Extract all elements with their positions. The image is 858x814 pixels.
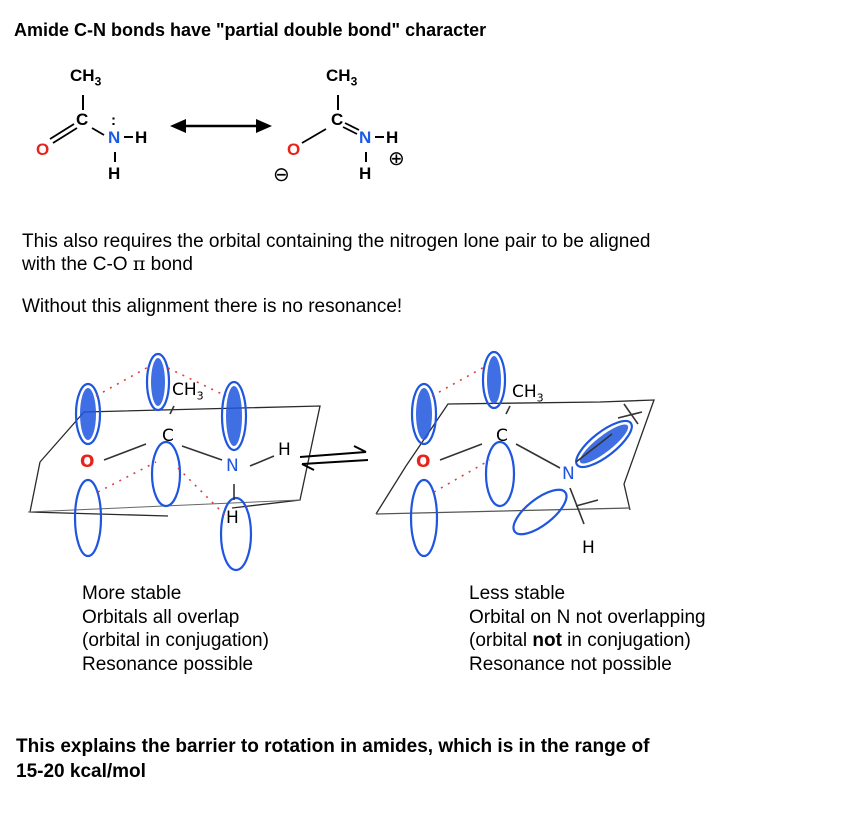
alignment-explanation: This also requires the orbital containin… <box>22 231 651 275</box>
negative-charge-icon: ⊖ <box>273 164 290 186</box>
sketch-carbon-left: C <box>162 426 174 446</box>
c-orbital-shading-left <box>151 358 165 406</box>
carbon-label-left: C <box>76 110 89 129</box>
sketch-bond-h-down-right-b <box>575 499 599 507</box>
resonance-arrow-head-right <box>256 119 272 133</box>
n-orbital-shading-right <box>579 424 629 464</box>
plane-right-bottom <box>375 507 631 515</box>
equilibrium-arrow-back-head <box>301 463 315 471</box>
plane-right-side <box>375 465 407 515</box>
sketch-h-bottom-right: H <box>582 538 595 558</box>
plane-left-lower <box>29 461 169 517</box>
ch3-label-right: CH3 <box>326 66 358 89</box>
sketch-oxygen-right: O <box>416 452 431 472</box>
n-orbital-bottom-left <box>219 496 253 572</box>
n-orbital-shading-left <box>226 386 242 446</box>
o-orbital-bottom-right <box>409 478 439 558</box>
equilibrium-arrow-forward-head <box>353 445 367 453</box>
oxygen-label-right: O <box>287 140 301 159</box>
overlap-dots-oc-top-left <box>95 365 151 397</box>
o-orbital-shading-left <box>80 388 96 440</box>
sketch-oxygen-left: O <box>80 452 95 472</box>
o-orbital-top-left <box>74 382 102 446</box>
sketch-ch3-left: CH3 <box>172 380 204 403</box>
sketch-bond-c-ch3-left <box>169 405 175 415</box>
ch3-label-left: CH3 <box>70 66 102 89</box>
sketch-bond-cn-right <box>515 443 561 469</box>
nitrogen-label-right: N <box>359 128 372 147</box>
bond-co-single-right <box>301 128 327 144</box>
sketch-bond-h-top-right-b <box>617 411 643 419</box>
nitrogen-label-left: N <box>108 128 121 147</box>
sketch-bond-nh-up-right <box>575 433 613 463</box>
bond-cn-left <box>91 127 105 136</box>
rotation-barrier-note: This explains the barrier to rotation in… <box>16 736 650 782</box>
sketch-carbon-right: C <box>496 426 508 446</box>
plane-right <box>405 399 655 511</box>
c-orbital-top-left <box>145 352 171 412</box>
bond-cn-double-right-a <box>342 126 358 135</box>
no-resonance-note: Without this alignment there is no reson… <box>22 296 403 317</box>
n-orbital-top-right <box>575 419 633 469</box>
sketch-h-bottom-left: H <box>226 508 239 528</box>
n-orbital-bottom-right <box>512 488 568 536</box>
n-orbital-top-left <box>220 380 248 452</box>
equilibrium-arrow-forward <box>299 451 367 458</box>
bond-cn-double-right-b <box>344 122 360 131</box>
lone-pair-left: : <box>111 112 116 129</box>
plane-left <box>39 405 321 509</box>
sketch-bond-cn-left <box>181 445 223 461</box>
resonance-arrow-head-left <box>170 119 186 133</box>
c-orbital-shading-right <box>487 356 501 404</box>
sketch-nitrogen-right: N <box>562 464 575 484</box>
sketch-bond-nh-left <box>249 455 275 467</box>
caption-right: Less stable Orbital on N not overlapping… <box>469 583 706 675</box>
sketch-ch3-right: CH3 <box>512 382 544 405</box>
sketch-bond-c-ch3-right <box>505 405 511 415</box>
c-orbital-bottom-right <box>484 440 516 508</box>
pi-symbol: π <box>132 253 146 275</box>
positive-charge-icon: ⊕ <box>388 148 405 170</box>
oxygen-label-left: O <box>36 140 50 159</box>
overlap-dots-oc-bottom-right <box>433 459 491 493</box>
h-label-right-left: H <box>135 128 148 147</box>
o-orbital-top-right <box>410 382 438 446</box>
o-orbital-bottom-left <box>73 478 103 558</box>
sketch-bond-oc-right <box>439 443 483 461</box>
c-orbital-bottom-left <box>150 440 182 508</box>
overlap-dots-cn-top-left <box>167 367 227 397</box>
bond-co-double-left-a <box>52 127 78 144</box>
overlap-dots-oc-bottom-left <box>97 461 157 493</box>
overlap-dots-cn-bottom-left <box>177 467 227 517</box>
bond-co-double-left-b <box>49 123 75 140</box>
h-label-bottom-left: H <box>108 164 121 183</box>
equilibrium-arrow-back <box>301 459 369 465</box>
sketch-h-right-left: H <box>278 440 291 460</box>
sketch-nitrogen-left: N <box>226 456 239 476</box>
carbon-label-right: C <box>331 110 344 129</box>
h-label-right-right: H <box>386 128 399 147</box>
h-label-bottom-right: H <box>359 164 372 183</box>
c-orbital-top-right <box>481 350 507 410</box>
page-title: Amide C-N bonds have "partial double bon… <box>14 20 487 40</box>
overlap-dots-oc-top-right <box>431 365 487 397</box>
caption-left: More stable Orbitals all overlap (orbita… <box>82 583 269 675</box>
sketch-bond-oc-left <box>103 443 147 461</box>
o-orbital-shading-right <box>416 388 432 440</box>
